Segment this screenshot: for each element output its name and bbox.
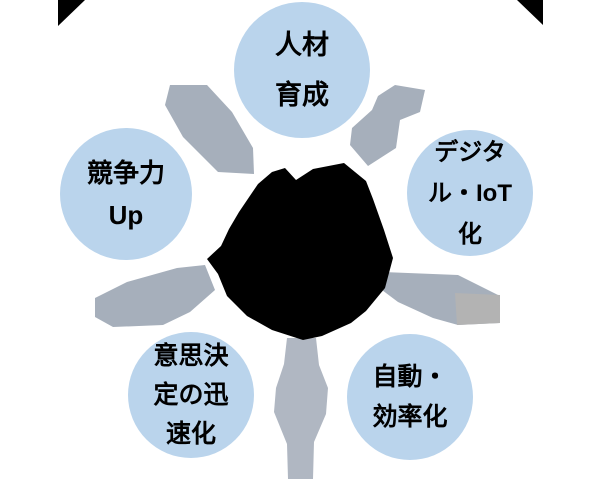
node-label-line: 育成 (275, 80, 329, 110)
arrow-right-end-highlight (455, 293, 500, 325)
node-jidou-kouritsuka: 自動・ 効率化 (347, 334, 473, 460)
node-jinzai-ikusei: 人材 育成 (234, 2, 370, 138)
node-label-line: デジタ (434, 138, 506, 166)
node-label-line: 人材 (275, 30, 329, 60)
arrow-top-right (350, 85, 425, 166)
arrow-top-left (165, 85, 254, 174)
corner-shape-right (517, 0, 543, 25)
node-label-line: 自動・ (372, 363, 448, 391)
node-label-line: 定の迅 (153, 380, 229, 409)
corner-shape-left (58, 0, 85, 26)
center-shape (207, 163, 393, 340)
node-label-line: 速化 (165, 419, 216, 448)
node-label-line: ル・IoT (428, 179, 512, 207)
node-label-line: Up (108, 200, 144, 230)
node-label-line: 化 (458, 220, 482, 248)
node-label-line: 競争力 (86, 158, 165, 188)
node-label-line: 意思決 (153, 341, 229, 370)
node-ishikettei-jinsokuka: 意思決 定の迅 速化 (128, 332, 254, 458)
arrow-bottom (274, 338, 328, 479)
node-digital-iot: デジタ ル・IoT 化 (407, 130, 533, 256)
node-kyousouryoku-up: 競争力 Up (60, 128, 192, 260)
node-label-line: 効率化 (372, 403, 448, 431)
arrow-left (95, 265, 215, 327)
